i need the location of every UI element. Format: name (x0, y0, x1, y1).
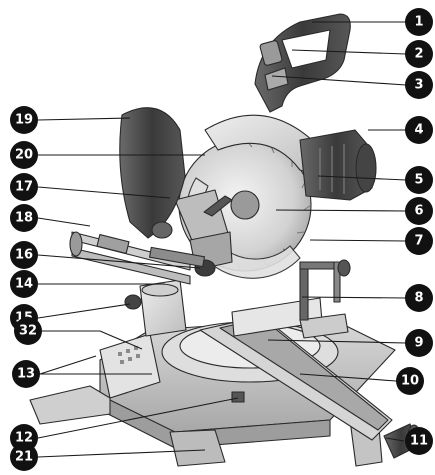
callout-8-label: 8 (414, 291, 423, 306)
callout-4: 4 (405, 116, 433, 144)
callout-32-label: 32 (19, 324, 37, 339)
callout-3: 3 (405, 71, 433, 99)
callout-14-label: 14 (15, 277, 33, 292)
callout-6-label: 6 (414, 204, 423, 219)
depth-stop (148, 246, 216, 277)
callout-10: 10 (396, 367, 424, 395)
callout-13-label: 13 (17, 367, 35, 382)
callout-5: 5 (405, 166, 433, 194)
operating-handle (254, 13, 351, 113)
callout-20-label: 20 (15, 148, 33, 163)
callout-9-label: 9 (414, 336, 423, 351)
callout-16: 16 (10, 241, 38, 269)
callout-5-label: 5 (414, 173, 423, 188)
callout-11: 11 (405, 427, 433, 455)
callout-19-label: 19 (15, 113, 33, 128)
callout-1-label: 1 (414, 15, 423, 30)
callout-2-label: 2 (414, 47, 423, 62)
dust-bag (119, 107, 186, 239)
callout-18: 18 (10, 204, 38, 232)
callout-9: 9 (405, 329, 433, 357)
leader-lines (37, 21, 407, 458)
slide-rails (69, 231, 191, 285)
motor-housing (299, 129, 377, 201)
callout-8: 8 (405, 284, 433, 312)
callout-10-label: 10 (401, 374, 419, 389)
callout-4-label: 4 (414, 123, 423, 138)
callout-17-label: 17 (15, 180, 33, 195)
callout-14: 14 (10, 270, 38, 298)
callout-7-label: 7 (414, 234, 423, 249)
callout-13: 13 (12, 360, 40, 388)
callout-2: 2 (405, 40, 433, 68)
callout-7: 7 (405, 227, 433, 255)
callout-3-label: 3 (414, 78, 423, 93)
callout-19: 19 (10, 106, 38, 134)
work-clamp (299, 259, 351, 321)
bevel-lock (231, 391, 245, 403)
column-housing (124, 279, 187, 337)
callout-18-label: 18 (15, 211, 33, 226)
callout-16-label: 16 (15, 248, 33, 263)
callout-6: 6 (405, 197, 433, 225)
callout-17: 17 (10, 173, 38, 201)
callout-12-label: 12 (15, 431, 33, 446)
callout-21-label: 21 (15, 450, 33, 465)
callout-11-label: 11 (410, 434, 428, 449)
callout-21: 21 (10, 443, 38, 471)
left-table-extension (99, 333, 161, 399)
callout-32: 32 (14, 317, 42, 345)
callout-20: 20 (10, 141, 38, 169)
callout-1: 1 (405, 8, 433, 36)
